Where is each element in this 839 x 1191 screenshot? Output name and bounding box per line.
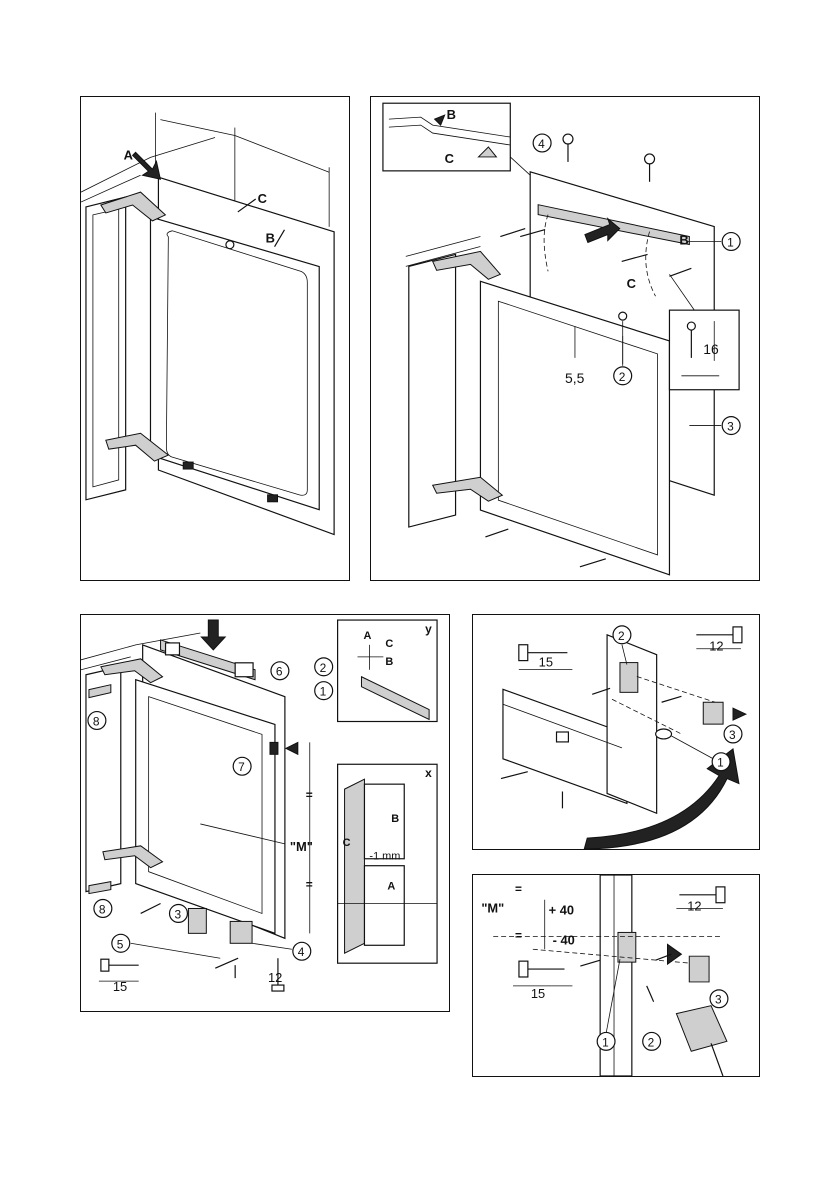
label-b: B	[679, 232, 688, 247]
callout-8-bottom: 8	[93, 898, 113, 919]
callout-2: 2	[642, 1031, 662, 1051]
panel4-drawing: 15 12 2 3 1	[500, 625, 748, 849]
svg-text:2: 2	[618, 629, 625, 643]
svg-text:1: 1	[602, 1035, 609, 1049]
inset-x-b: B	[391, 813, 399, 825]
plus-40: + 40	[549, 903, 574, 918]
eq-bottom: =	[515, 928, 522, 942]
inset-label-c: C	[445, 151, 454, 166]
inset-y-tag: y	[425, 622, 432, 636]
label-a: A	[124, 147, 133, 162]
panel3-drawing: = = "M" 15 12 6 7 8 8 5 3 4 y A C	[81, 619, 438, 994]
dim-12: 12	[709, 639, 723, 654]
label-b: B	[266, 231, 275, 246]
svg-text:7: 7	[238, 760, 245, 774]
svg-text:6: 6	[276, 665, 283, 679]
panel2-drawing: B C 5,5	[382, 102, 741, 576]
callout-4: 4	[252, 941, 312, 961]
svg-text:2: 2	[320, 661, 327, 675]
svg-text:1: 1	[320, 685, 327, 699]
dim-15: 15	[531, 986, 545, 1001]
callout-8-top: 8	[87, 710, 107, 731]
svg-text:3: 3	[174, 907, 181, 921]
m-label: "M"	[481, 901, 504, 916]
minus-40: - 40	[553, 932, 575, 947]
inset-x-a: A	[387, 881, 395, 893]
svg-text:3: 3	[715, 993, 722, 1007]
svg-text:1: 1	[727, 235, 734, 249]
svg-text:8: 8	[99, 902, 106, 916]
diagram-panel-door-adjustment: = = "M" 15 12 6 7 8 8 5 3 4 y A C	[80, 614, 450, 1012]
svg-text:3: 3	[729, 728, 736, 742]
callout-2: 2	[613, 336, 633, 386]
callout-1: 1	[596, 959, 621, 1051]
eq-top: =	[515, 882, 522, 896]
callout-3: 3	[168, 903, 189, 924]
m-label: "M"	[290, 839, 313, 854]
inset-y-b: B	[385, 656, 393, 668]
diagram-panel-door-alignment: A C B	[80, 96, 350, 581]
svg-text:4: 4	[538, 137, 545, 151]
panel1-drawing: A C B	[81, 112, 335, 536]
svg-text:4: 4	[298, 945, 305, 959]
callout-2: 2	[612, 625, 632, 665]
inset-y-callout-2: 2	[314, 657, 334, 677]
svg-text:5: 5	[117, 937, 124, 951]
diagram-panel-handle-position: 15 12 "M" = = + 40 - 40 1 2 3	[472, 874, 760, 1077]
panel5-drawing: 15 12 "M" = = + 40 - 40 1 2 3	[481, 875, 729, 1076]
dim-16: 16	[703, 341, 719, 357]
callout-1: 1	[671, 735, 731, 772]
label-c: C	[627, 276, 636, 291]
callout-1: 1	[687, 231, 741, 252]
dim-12: 12	[687, 899, 701, 914]
callout-4: 4	[532, 133, 552, 153]
callout-3: 3	[689, 416, 741, 436]
svg-text:8: 8	[93, 714, 100, 728]
svg-text:3: 3	[727, 420, 734, 434]
svg-text:1: 1	[717, 756, 724, 770]
dim-15: 15	[113, 979, 127, 994]
inset-y-a: A	[363, 630, 371, 642]
label-c: C	[258, 191, 267, 206]
inset-label-b: B	[447, 107, 456, 122]
inset-y-callout-1: 1	[314, 681, 334, 701]
callout-7: 7	[232, 756, 252, 776]
diagram-panel-hinge-fixing: B C 5,5	[370, 96, 760, 581]
inset-x-gap: -1 mm	[369, 851, 400, 863]
callout-5: 5	[111, 933, 221, 959]
dim-5-5: 5,5	[565, 370, 585, 386]
callout-3: 3	[723, 724, 743, 744]
diagram-panel-handle-mounting: 15 12 2 3 1	[472, 614, 760, 850]
callout-6: 6	[270, 661, 290, 681]
svg-text:2: 2	[648, 1035, 655, 1049]
svg-text:2: 2	[619, 370, 626, 384]
callout-3: 3	[709, 989, 729, 1009]
inset-x-tag: x	[425, 766, 432, 780]
eq-bottom: =	[306, 878, 313, 892]
dim-12: 12	[268, 970, 282, 985]
inset-y-c: C	[385, 638, 393, 650]
eq-top: =	[306, 788, 313, 802]
dim-15: 15	[539, 655, 553, 670]
inset-x-c: C	[343, 837, 351, 849]
